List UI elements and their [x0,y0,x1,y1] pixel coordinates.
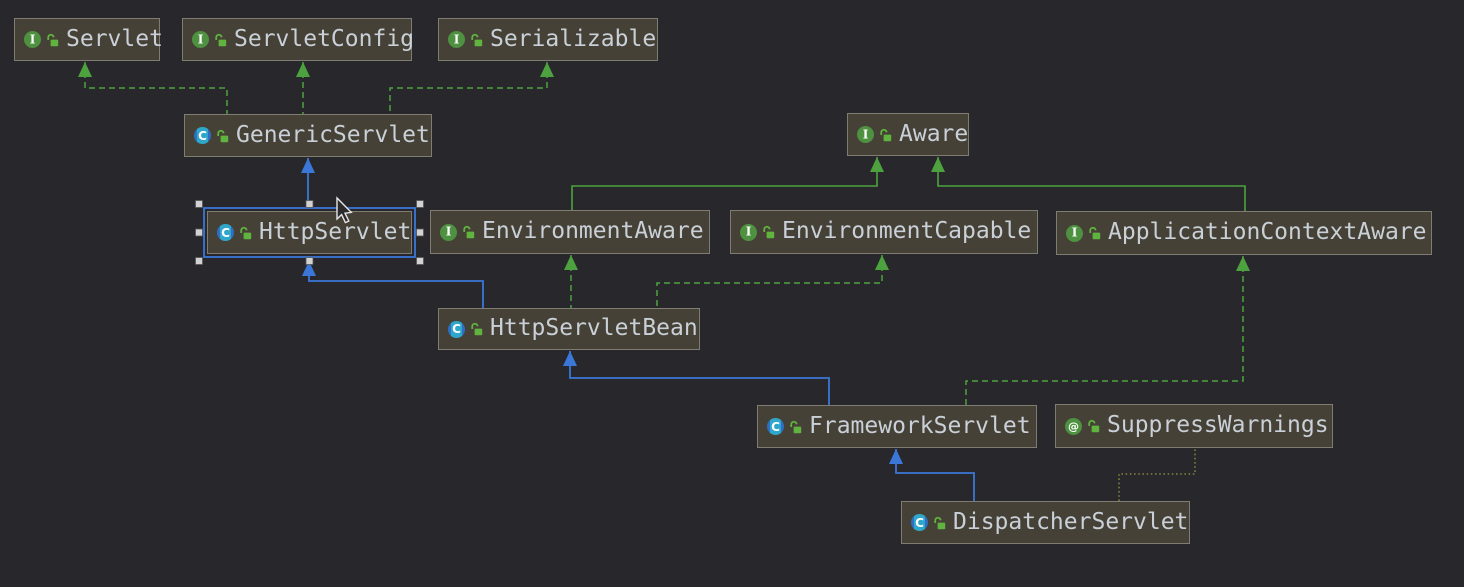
selection-handle[interactable] [416,200,424,208]
node-label: Servlet [66,25,163,52]
interface-icon: I [24,31,41,48]
public-lock-icon [790,420,802,433]
selection-handle[interactable] [195,200,203,208]
node-aware[interactable]: I Aware [847,113,969,156]
class-icon: C [911,514,928,531]
arrowhead [78,62,92,77]
node-framework-servlet[interactable]: C FrameworkServlet [757,405,1037,448]
node-suppress-warnings[interactable]: @ SuppressWarnings [1055,404,1333,448]
node-servlet-config[interactable]: I ServletConfig [182,18,415,61]
arrowhead [870,157,884,172]
interface-icon: I [440,223,457,241]
interface-icon: I [192,31,209,48]
node-label: Aware [899,120,969,147]
node-environment-capable[interactable]: I EnvironmentCapable [730,210,1038,254]
public-lock-icon [217,129,229,142]
edge-http-servlet-bean-implements-environment-capable [656,255,889,308]
arrowhead [1236,256,1250,271]
edge-generic-servlet-implements-servlet-config [296,62,310,114]
node-label: FrameworkServlet [809,412,1031,439]
selection-handle[interactable] [305,257,314,265]
selection-handle[interactable] [195,257,203,265]
arrowhead [931,157,945,172]
node-label: HttpServlet [259,218,412,245]
class-icon: C [767,418,784,435]
public-lock-icon [1088,419,1100,433]
edge-framework-servlet-implements-application-context-aware [965,256,1250,405]
node-label: EnvironmentAware [482,218,704,244]
arrowhead [875,255,889,270]
edge-http-servlet-extends-generic-servlet [301,158,315,207]
public-lock-icon [471,33,483,46]
class-icon: C [194,127,211,144]
edge-framework-servlet-extends-http-servlet-bean [563,351,830,405]
annotation-icon: @ [1065,417,1082,435]
public-lock-icon [240,226,252,239]
selection-handle[interactable] [416,257,424,265]
node-label: HttpServletBean [490,315,698,341]
public-lock-icon [215,33,227,46]
public-lock-icon [880,128,892,141]
public-lock-icon [934,516,946,529]
arrowhead [540,62,554,77]
arrowhead [889,449,903,464]
node-servlet[interactable]: I Servlet [14,18,163,61]
arrowhead [564,255,578,270]
public-lock-icon [471,322,483,336]
arrowhead [296,62,310,77]
interface-icon: I [448,31,465,48]
edge-environment-aware-extends-aware [571,157,884,210]
class-icon: C [217,224,234,241]
edge-generic-servlet-implements-servlet [78,62,228,114]
node-label: DispatcherServlet [953,508,1189,535]
node-label: ServletConfig [234,25,415,52]
edge-dispatcher-servlet-extends-framework-servlet [889,449,975,501]
node-label: EnvironmentCapable [782,218,1032,244]
node-label: ApplicationContextAware [1108,219,1427,245]
node-label: SuppressWarnings [1107,412,1329,438]
edge-generic-servlet-implements-serializable [389,62,554,114]
public-lock-icon [47,33,59,46]
public-lock-icon [763,225,775,239]
selection-handle[interactable] [195,228,203,237]
selection-handle[interactable] [416,228,424,237]
interface-icon: I [857,126,874,143]
selection-handle[interactable] [305,200,314,208]
public-lock-icon [463,225,475,239]
interface-icon: I [1066,224,1083,242]
edge-http-servlet-bean-extends-http-servlet [302,261,484,308]
arrowhead [301,158,315,173]
node-label: Serializable [490,25,657,52]
interface-icon: I [740,223,757,241]
node-environment-aware[interactable]: I EnvironmentAware [430,210,710,254]
arrowhead [302,261,316,276]
node-serializable[interactable]: I Serializable [438,18,658,61]
edge-application-context-aware-extends-aware [931,157,1246,211]
node-http-servlet[interactable]: C HttpServlet [207,211,412,254]
node-label: GenericServlet [236,121,430,148]
node-generic-servlet[interactable]: C GenericServlet [184,114,432,157]
node-application-context-aware[interactable]: I ApplicationContextAware [1056,211,1432,255]
edge-http-servlet-bean-implements-environment-aware [564,255,578,308]
arrowhead [563,351,577,366]
class-icon: C [448,320,465,338]
edge-dispatcher-servlet-annotated-with-suppress-warnings [1118,448,1196,501]
node-http-servlet-bean[interactable]: C HttpServletBean [438,308,700,350]
public-lock-icon [1089,226,1101,240]
node-dispatcher-servlet[interactable]: C DispatcherServlet [901,501,1190,544]
